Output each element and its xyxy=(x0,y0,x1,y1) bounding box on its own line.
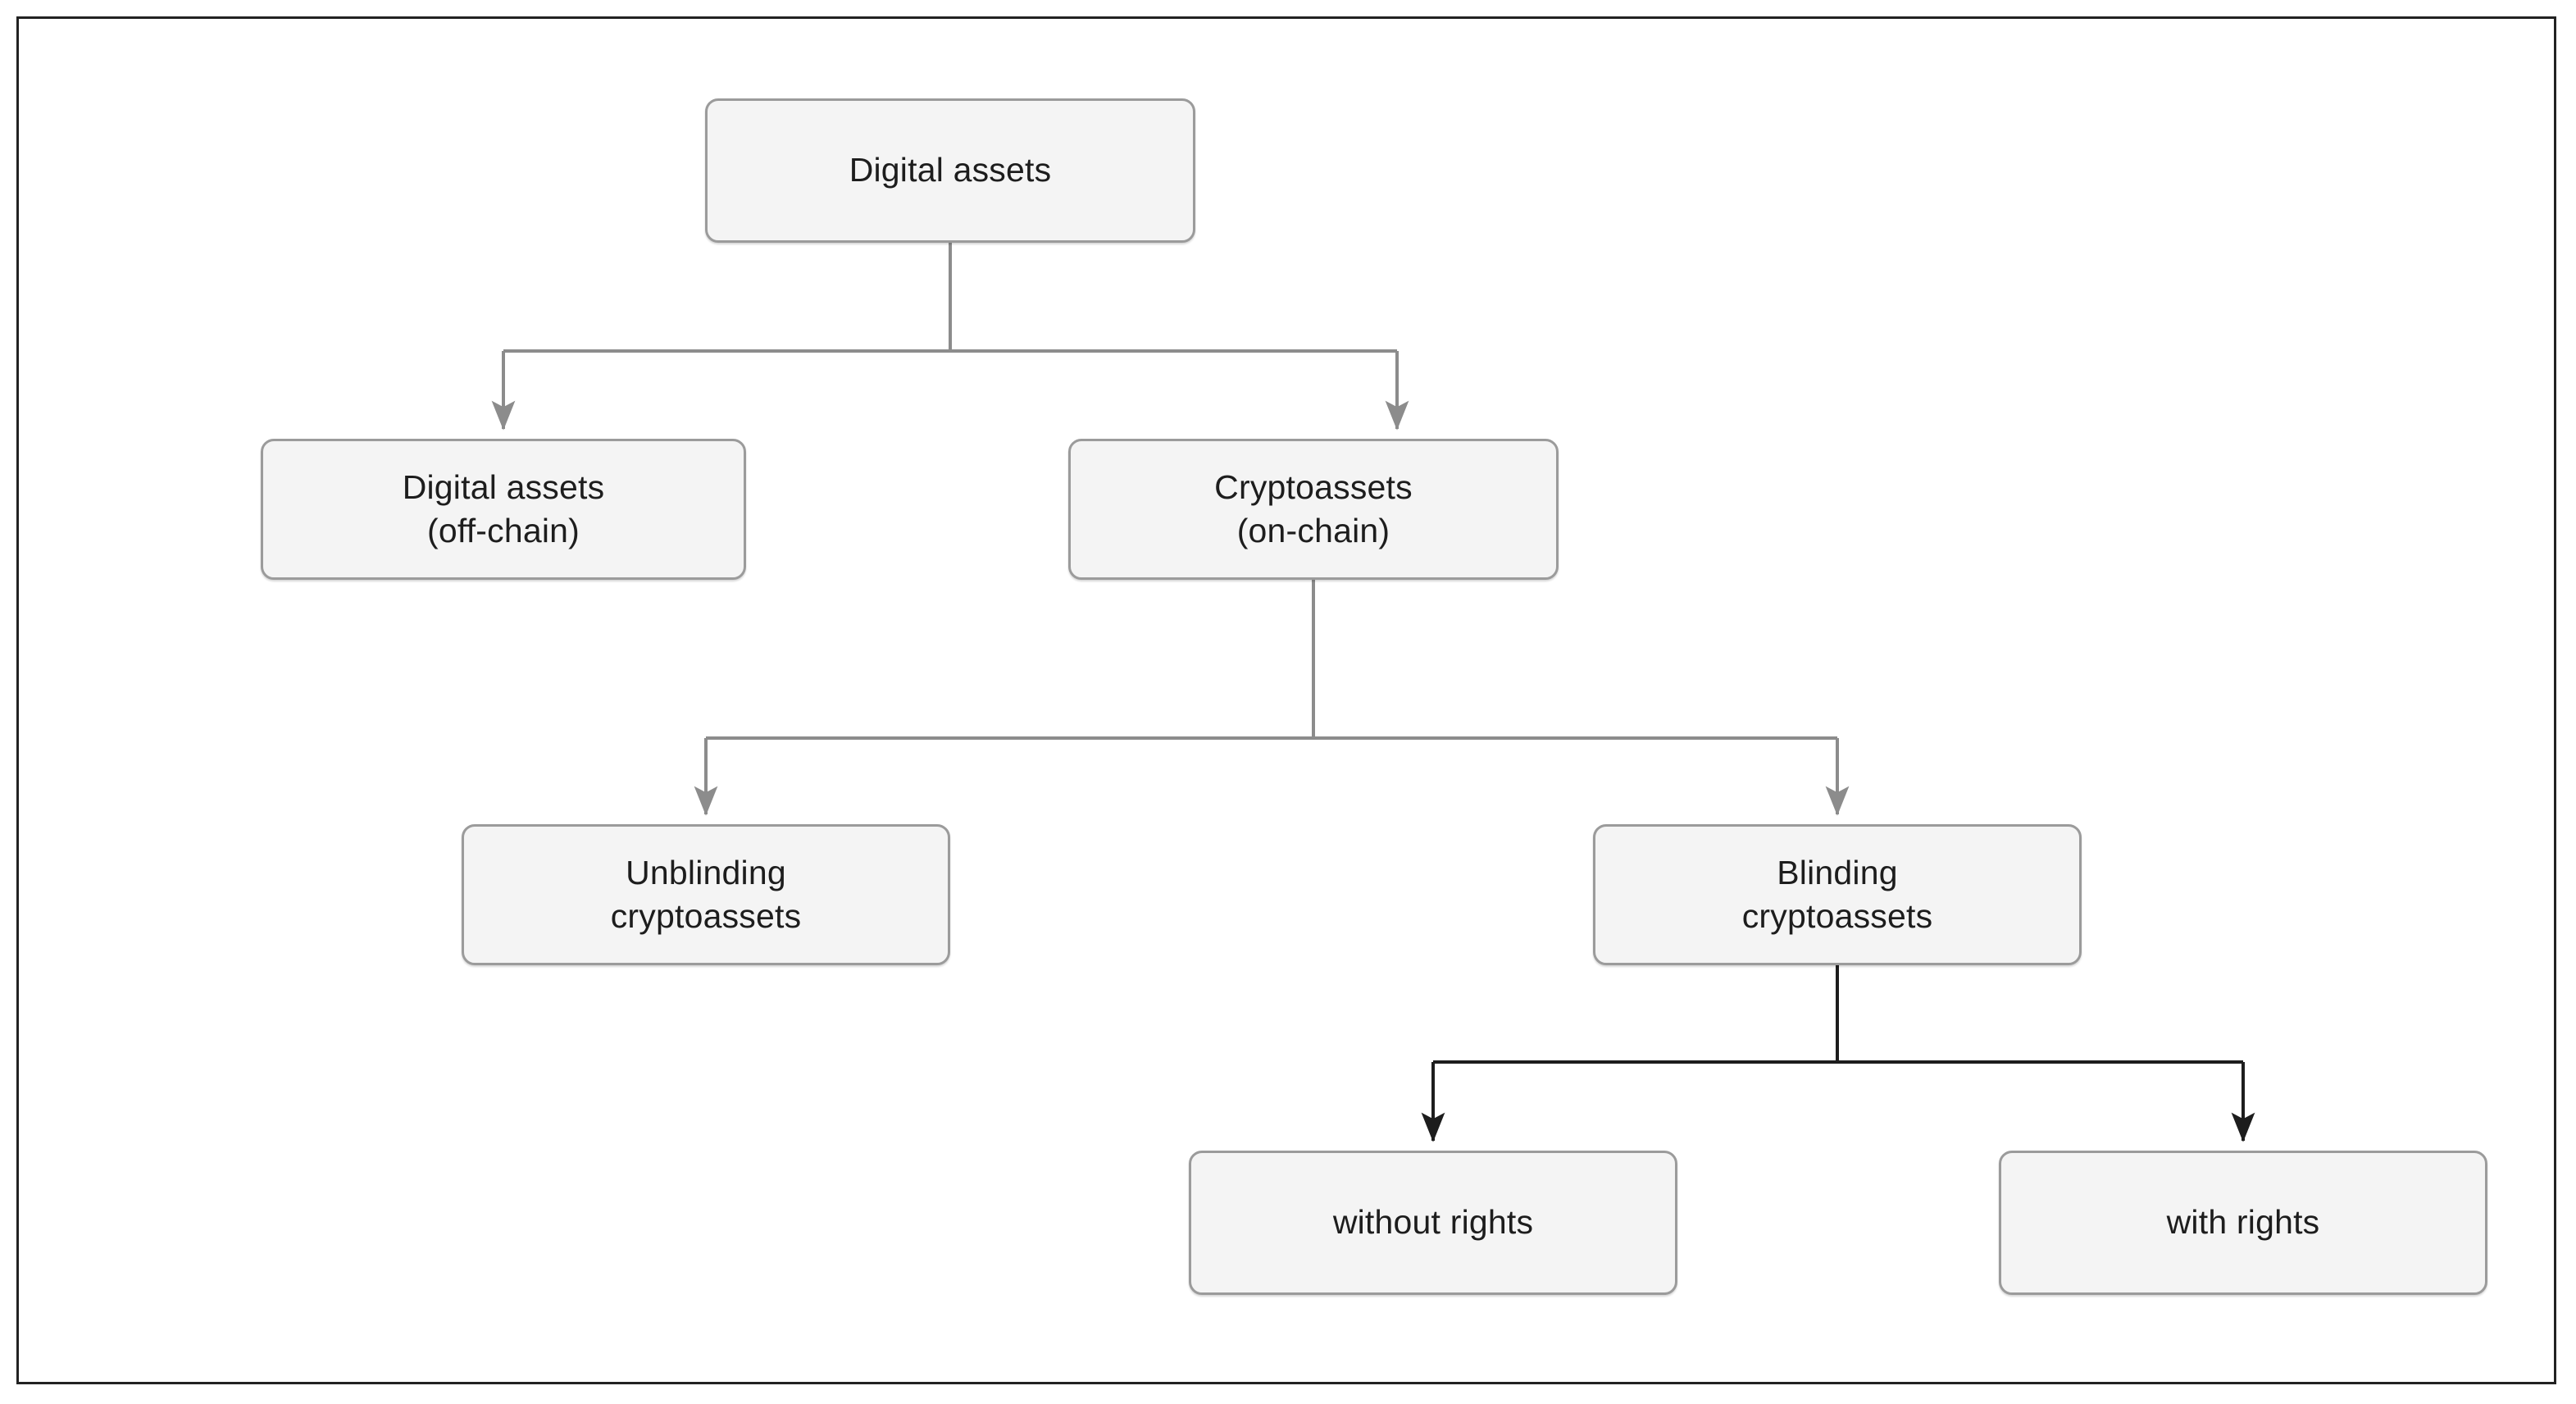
node-unblinding-cryptoassets[interactable]: Unblinding cryptoassets xyxy=(462,824,950,965)
node-blinding-cryptoassets[interactable]: Blinding cryptoassets xyxy=(1593,824,2082,965)
diagram-frame: Digital assets Digital assets (off-chain… xyxy=(16,16,2556,1384)
node-digital-assets-off-chain[interactable]: Digital assets (off-chain) xyxy=(261,439,746,580)
edge-group-cryptoassets xyxy=(694,580,1850,816)
node-cryptoassets-on-chain[interactable]: Cryptoassets (on-chain) xyxy=(1068,439,1559,580)
node-with-rights[interactable]: with rights xyxy=(1999,1151,2487,1295)
node-label: with rights xyxy=(2166,1203,2320,1242)
edge-group-blinding xyxy=(1421,965,2255,1142)
node-label: Cryptoassets (on-chain) xyxy=(1214,467,1413,549)
diagram-canvas: Digital assets Digital assets (off-chain… xyxy=(19,19,2554,1382)
node-digital-assets[interactable]: Digital assets xyxy=(705,98,1195,243)
node-label: without rights xyxy=(1332,1203,1534,1242)
node-label: Blinding cryptoassets xyxy=(1741,853,1933,935)
node-without-rights[interactable]: without rights xyxy=(1189,1151,1677,1295)
node-label: Digital assets xyxy=(849,151,1052,189)
node-label: Unblinding cryptoassets xyxy=(610,853,802,935)
edge-group-root xyxy=(491,243,1409,431)
node-label: Digital assets (off-chain) xyxy=(402,467,605,549)
